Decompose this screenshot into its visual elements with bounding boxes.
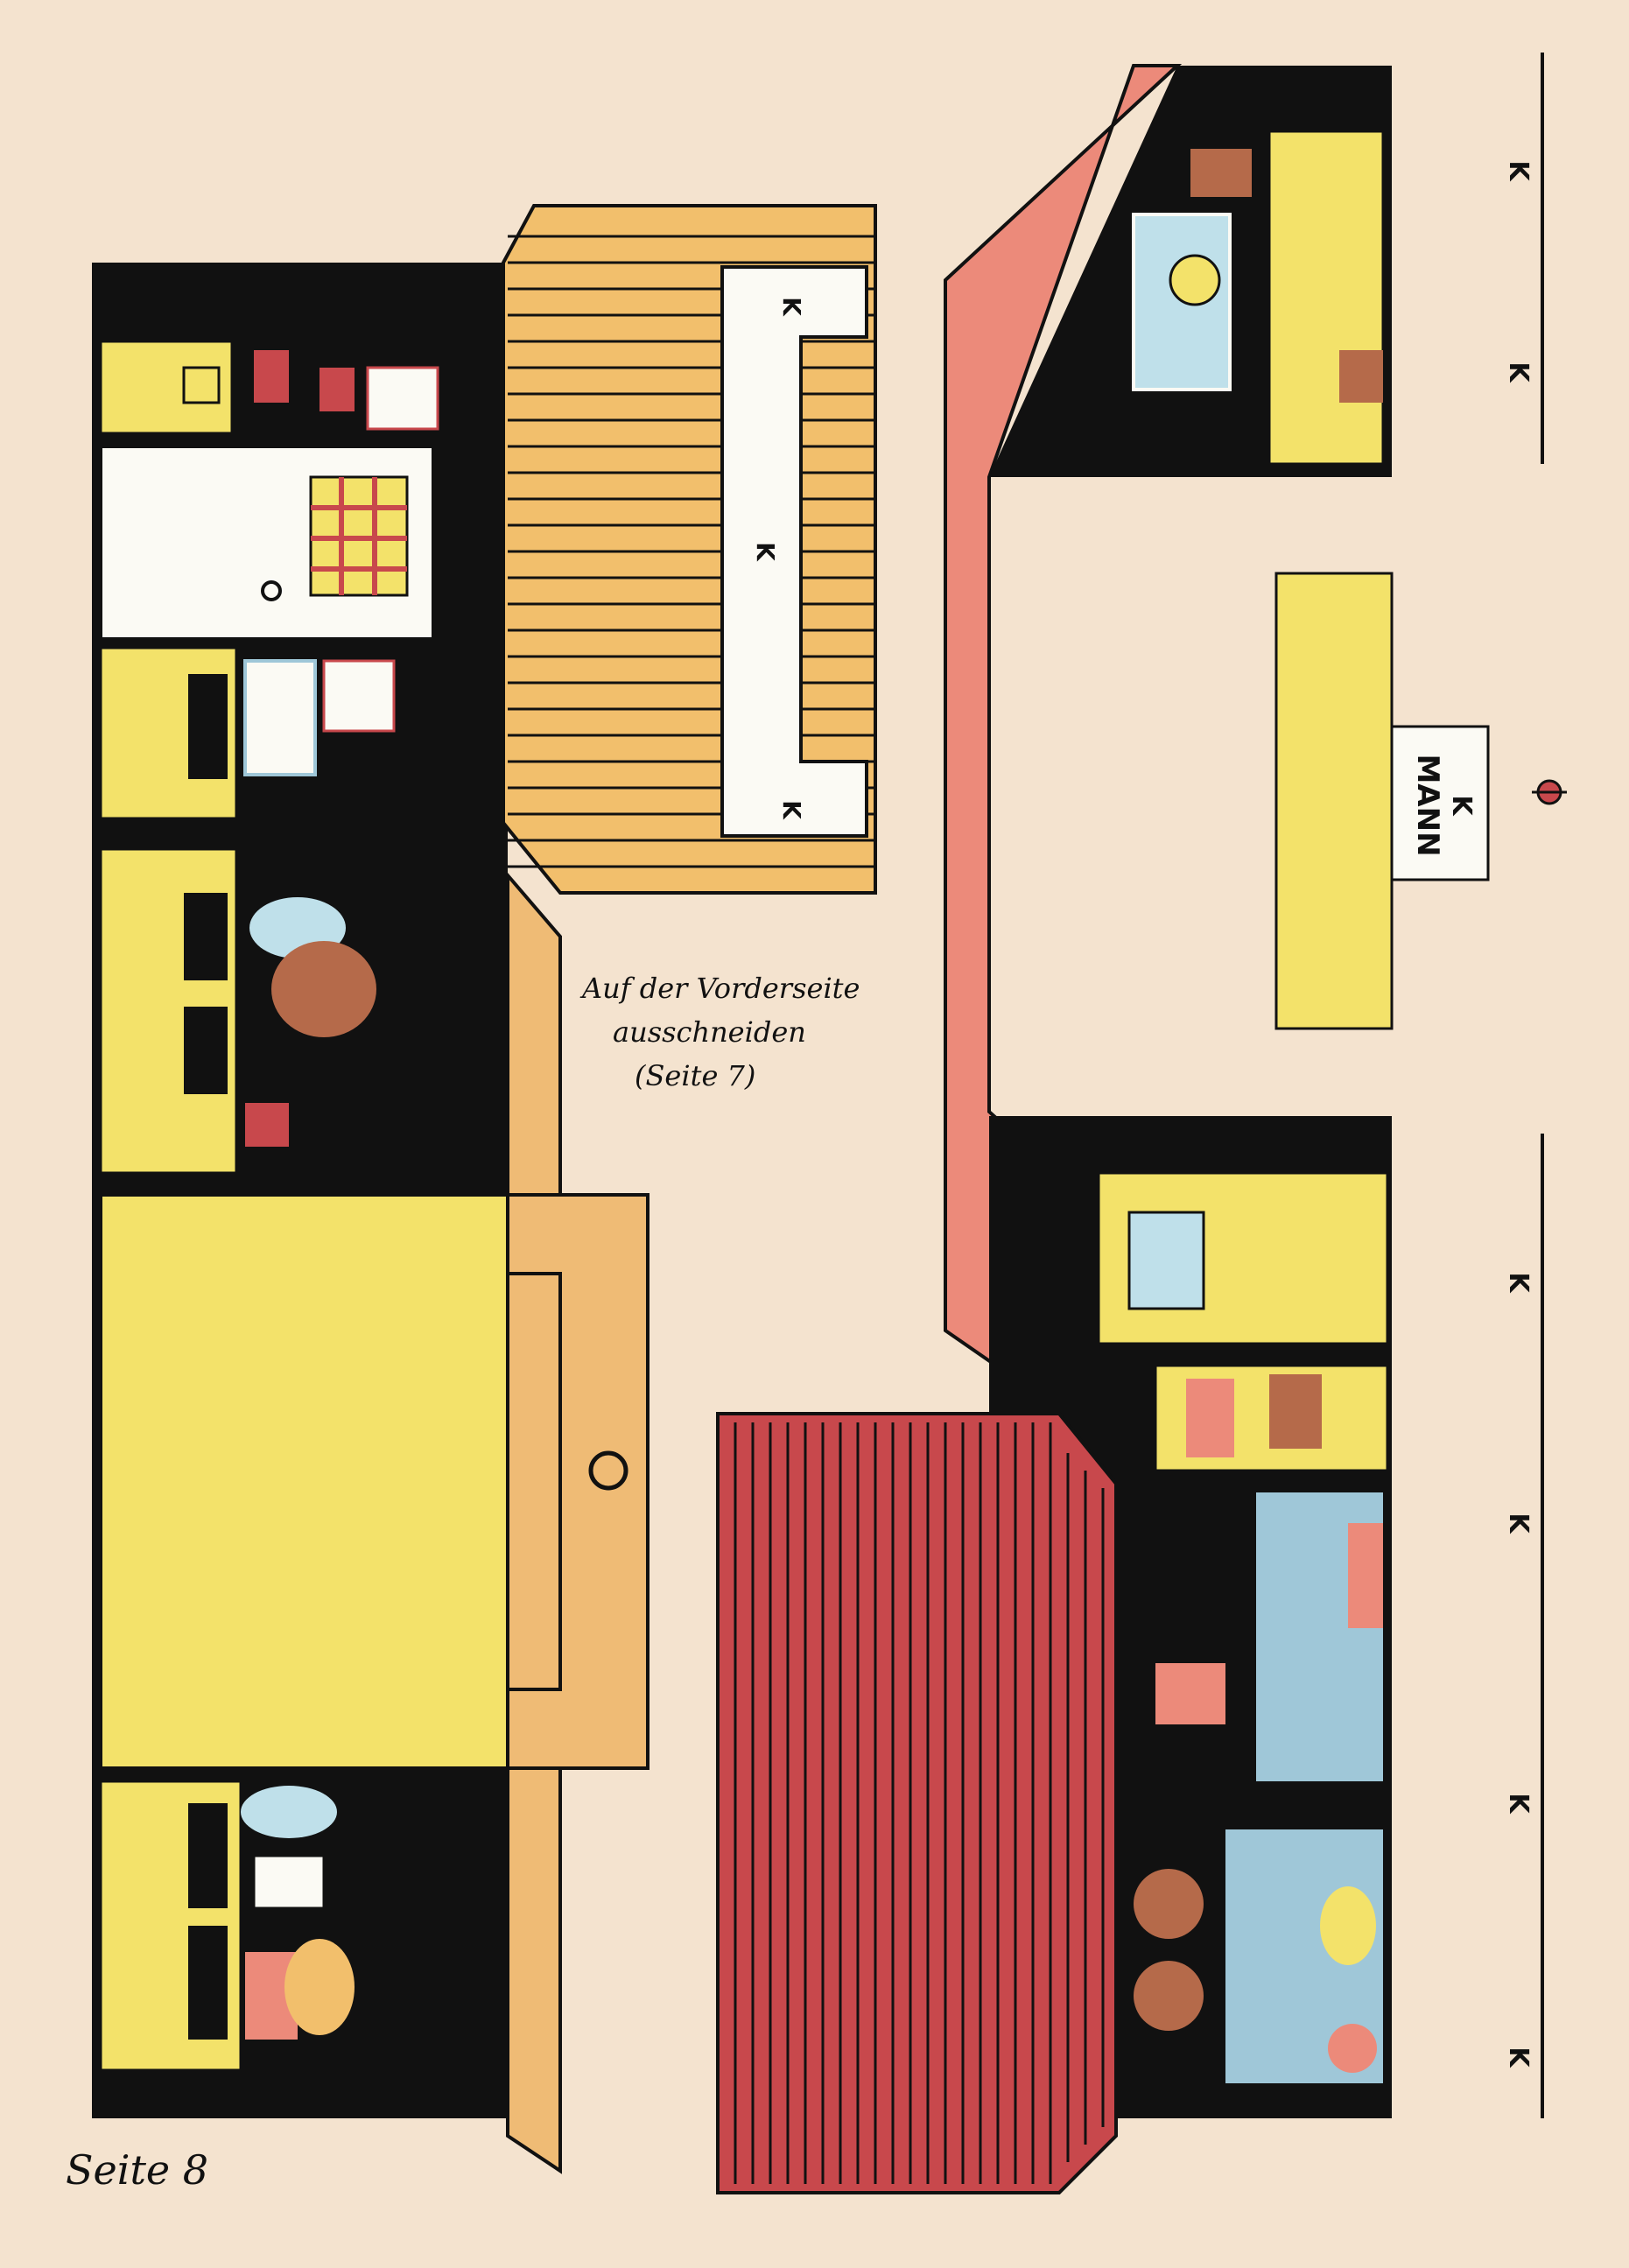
- shelf-unit-bottom: [99, 1780, 355, 2072]
- fold-mark-roof-2: K: [751, 542, 780, 562]
- fold-mark-roof-3: K: [777, 800, 806, 820]
- roof-cutout: [720, 265, 868, 838]
- yellow-mann-panel: [1274, 572, 1394, 1030]
- instruction-line-2: ausschneiden: [613, 1015, 806, 1049]
- shelf-unit-potatoes: [99, 847, 376, 1175]
- left-wall-tab: [506, 870, 562, 2174]
- right-top-wall: [989, 66, 1392, 477]
- page-label: Seite 8: [66, 2146, 208, 2194]
- mann-label: MANN: [1410, 754, 1445, 856]
- shelf-unit-middle: [99, 646, 396, 820]
- left-wall-panel: [92, 263, 562, 2118]
- red-striped-panel: [716, 1412, 1118, 2194]
- fold-mark-right-bottom-4: K: [1503, 2047, 1534, 2068]
- fold-mark-right-bottom-2: K: [1503, 1513, 1534, 1534]
- shelf-unit-top: [99, 340, 439, 435]
- mann-tab: [1390, 725, 1490, 881]
- knob-icon: [588, 1450, 628, 1491]
- instruction-line-3: (Seite 7): [635, 1059, 755, 1092]
- fold-mark-roof-1: K: [777, 297, 806, 317]
- fold-mark-right-bottom-1: K: [1503, 1272, 1534, 1294]
- fold-mark-mann: K: [1446, 795, 1477, 817]
- roof-panel: K K K: [502, 204, 877, 895]
- fold-mark-right-top-1: K: [1503, 160, 1534, 182]
- yellow-floor-panel: [99, 1193, 562, 1770]
- hinge-block: [506, 1193, 649, 1770]
- instruction-line-1: Auf der Vorderseite: [579, 972, 860, 1005]
- fold-mark-right-top-2: K: [1503, 362, 1534, 383]
- fold-mark-right-bottom-3: K: [1503, 1793, 1534, 1815]
